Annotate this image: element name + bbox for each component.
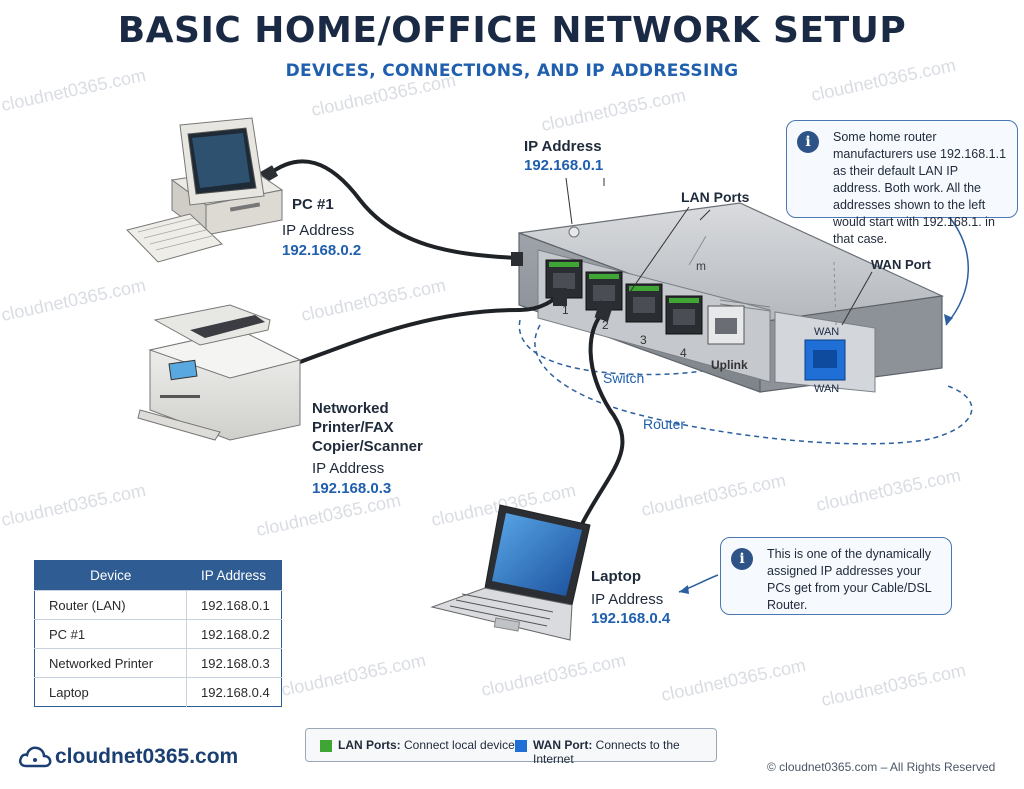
router-label: Router — [643, 416, 686, 432]
laptop-ip-value: 192.168.0.4 — [591, 610, 671, 627]
port-label-2: 2 — [602, 318, 609, 332]
laptop-ip-label: IP Address — [591, 591, 664, 608]
table-row: Networked Printer 192.168.0.3 — [34, 648, 281, 678]
port-label-uplink: Uplink — [711, 358, 748, 372]
wan-bottom-label: WAN — [814, 383, 840, 395]
table-cell-ip: 192.168.0.1 — [186, 590, 281, 620]
router-badge: m — [696, 259, 706, 273]
printer-cable — [298, 290, 562, 364]
wan-top-label: WAN — [814, 326, 840, 338]
legend-wan-text: Connects to the Internet — [533, 738, 680, 766]
legend-wan: WAN Port: Connects to the Internet — [533, 738, 716, 766]
port-label-4: 4 — [680, 346, 687, 360]
pc-ip-label: IP Address — [282, 222, 355, 239]
wan-swatch — [515, 740, 527, 752]
printer-device — [137, 304, 302, 441]
legend: LAN Ports: Connect local devices WAN Por… — [305, 728, 717, 766]
table-row: PC #1 192.168.0.2 — [34, 619, 281, 649]
legend-lan: LAN Ports: Connect local devices — [338, 738, 521, 752]
table-row: Laptop 192.168.0.4 — [34, 677, 281, 707]
table-header-device: Device — [34, 560, 187, 591]
page-subtitle: DEVICES, CONNECTIONS, AND IP ADDRESSING — [285, 61, 739, 81]
table-cell-device: Router (LAN) — [34, 590, 187, 620]
laptop-name: Laptop — [591, 568, 641, 585]
brand-name: cloudnet0365.com — [55, 745, 239, 768]
router-ip-note-text: Some home router manufacturers use 192.1… — [833, 130, 1007, 246]
router-ip-label: IP Address — [524, 138, 602, 155]
table-cell-device: Networked Printer — [34, 648, 187, 678]
lan-swatch — [320, 740, 332, 752]
info-icon: i — [731, 548, 753, 570]
table-cell-ip: 192.168.0.3 — [186, 648, 281, 678]
ip-address-table: Device IP Address Router (LAN) 192.168.0… — [34, 560, 282, 707]
printer-name-line: Networked — [312, 400, 389, 417]
wan-port-label: WAN Port — [871, 257, 931, 272]
lan-port-3 — [625, 283, 663, 323]
lan-port-4 — [665, 295, 703, 335]
info-icon: i — [797, 131, 819, 153]
legend-lan-text: Connect local devices — [404, 738, 521, 752]
router-boundary — [534, 324, 973, 445]
laptop-cable — [580, 308, 625, 526]
laptop-ip-note-text: This is one of the dynamically assigned … — [767, 547, 932, 612]
legend-wan-key: WAN Port: — [533, 738, 593, 752]
pc-computer — [126, 117, 284, 263]
printer-name-line: Copier/Scanner — [312, 438, 423, 455]
printer-name-line: Printer/FAX — [312, 419, 394, 436]
printer-ip-label: IP Address — [312, 460, 385, 477]
router-ip-note: i Some home router manufacturers use 192… — [786, 120, 1018, 246]
laptop-device — [430, 504, 591, 641]
pc-ip-value: 192.168.0.2 — [282, 242, 362, 259]
lan-ports-label: LAN Ports — [681, 189, 750, 205]
legend-lan-key: LAN Ports: — [338, 738, 401, 752]
cloud-logo-icon — [18, 746, 52, 768]
router-note-arrow — [945, 217, 969, 326]
page-title: BASIC HOME/OFFICE NETWORK SETUP — [117, 10, 907, 51]
table-cell-ip: 192.168.0.4 — [186, 677, 281, 707]
switch-label: Switch — [603, 370, 645, 386]
router-ip-value: 192.168.0.1 — [524, 157, 604, 174]
printer-ip-value: 192.168.0.3 — [312, 480, 392, 497]
table-header-ip: IP Address — [186, 560, 281, 591]
pc-cable — [266, 159, 521, 260]
pc-name: PC #1 — [292, 196, 334, 213]
table-header-row: Device IP Address — [34, 560, 281, 591]
table-cell-device: Laptop — [34, 677, 187, 707]
printer-name: Networked Printer/FAX Copier/Scanner — [312, 399, 423, 456]
table-cell-ip: 192.168.0.2 — [186, 619, 281, 649]
wan-port — [804, 339, 846, 381]
copyright-text: © cloudnet0365.com – All Rights Reserved — [767, 760, 996, 774]
uplink-port — [707, 305, 745, 345]
table-row: Router (LAN) 192.168.0.1 — [34, 590, 281, 620]
port-label-1: 1 — [562, 303, 569, 317]
table-cell-device: PC #1 — [34, 619, 187, 649]
laptop-ip-note: i This is one of the dynamically assigne… — [720, 537, 952, 615]
port-label-3: 3 — [640, 333, 647, 347]
